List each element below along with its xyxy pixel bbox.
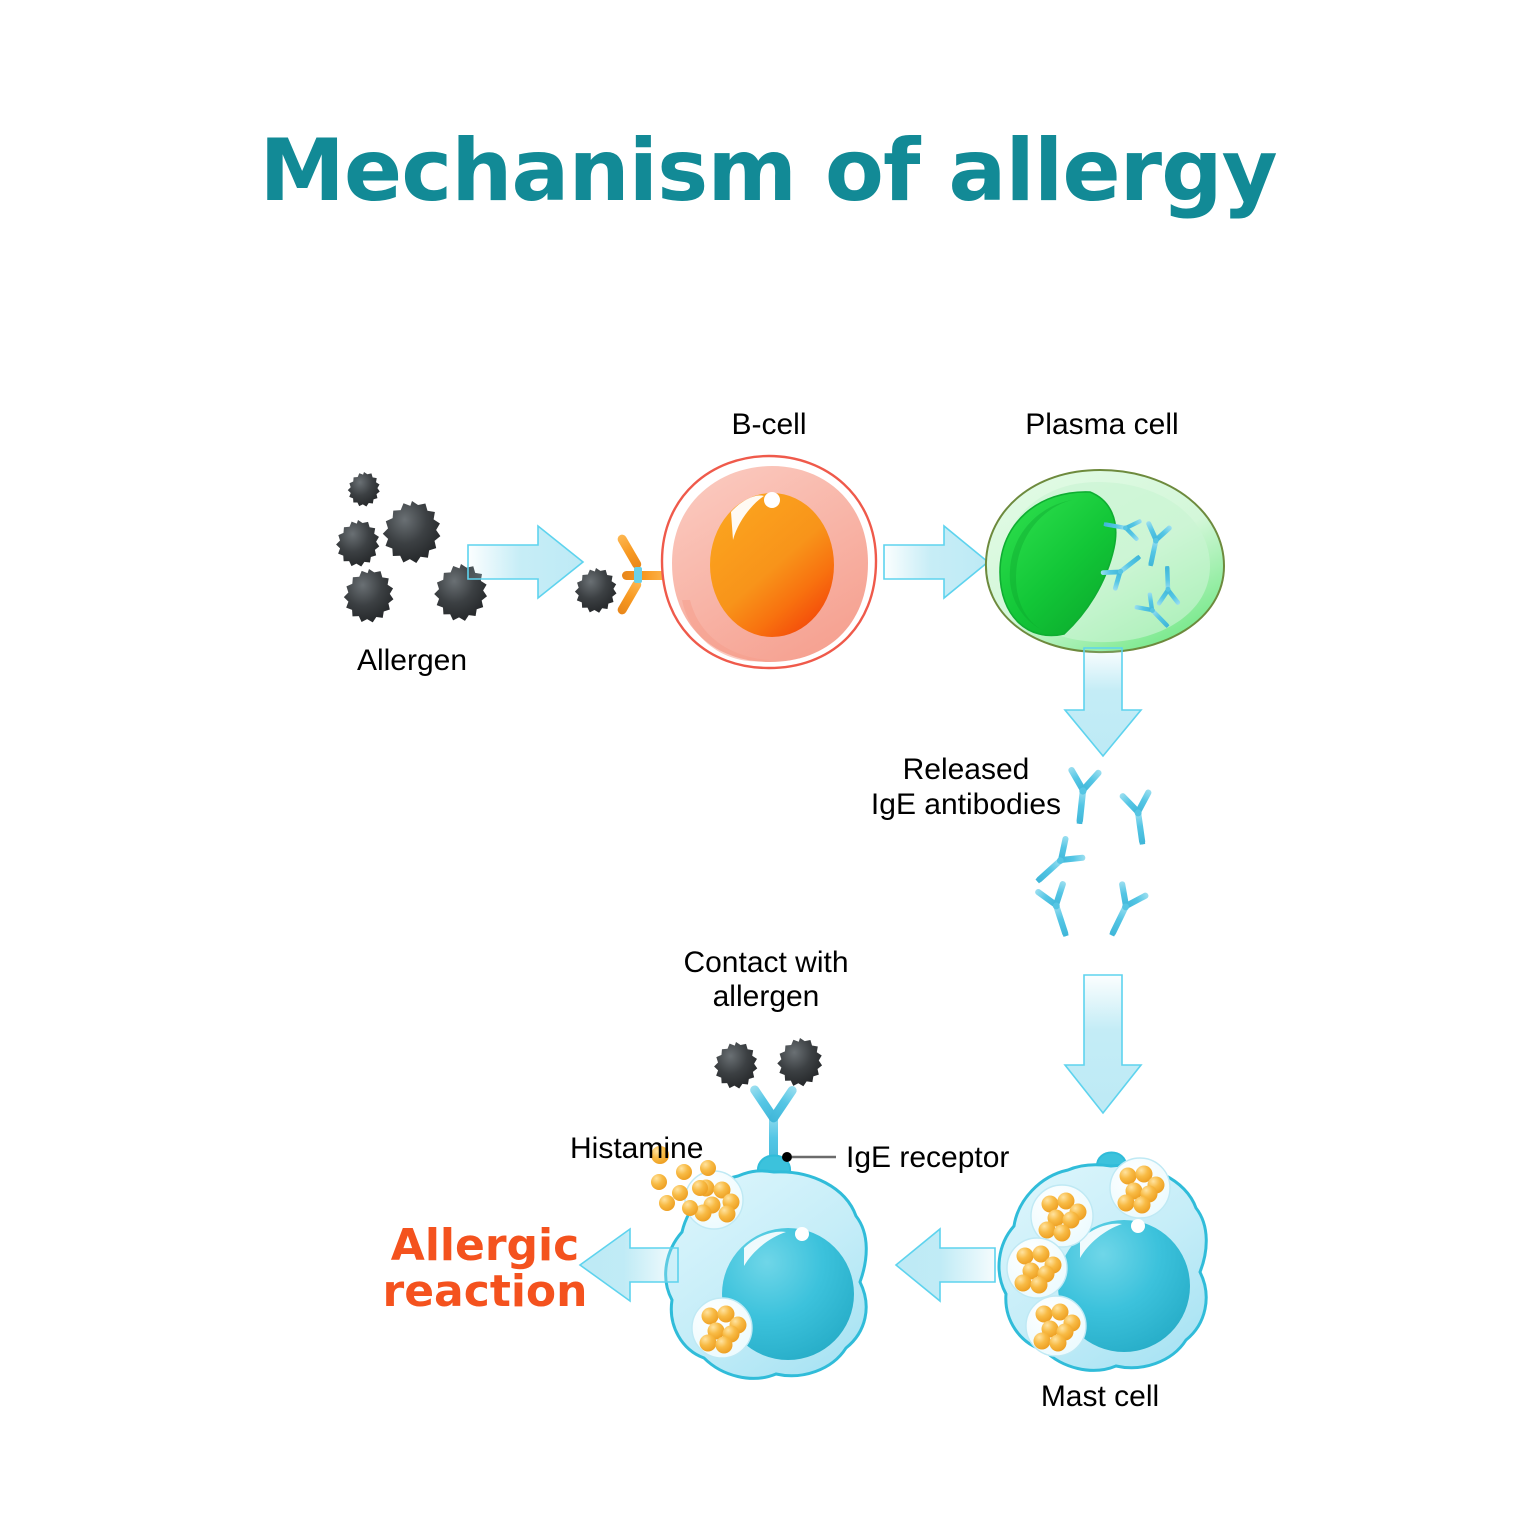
nucleus-highlight [1080,1223,1122,1258]
degranulating-vesicle [684,1170,744,1230]
granule-vesicle [691,1297,753,1359]
nucleus-highlight-dot [1131,1219,1145,1233]
label-released-line2: IgE antibodies [871,788,1061,821]
allergen-particle [336,520,380,567]
arrow-plasma-to-antibodies [1063,647,1143,758]
mast-cell-nucleus [722,1228,854,1360]
arrow-allergen-to-bcell [467,524,585,600]
label-histamine: Histamine [570,1132,703,1165]
allergen-group [336,472,488,623]
antibody [1032,878,1083,942]
arrow-antibodies-to-mast [1063,974,1143,1115]
mast-cell-activated: IgE receptor [651,1038,1009,1380]
antibody [1061,765,1104,826]
allergen-particle-bound [777,1038,823,1087]
nucleus-shading [1009,500,1072,632]
antibody [1117,787,1160,847]
label-contact-line1: Contact with [683,946,848,979]
label-mast-cell: Mast cell [1041,1380,1159,1413]
arrow-to-allergic-reaction [578,1227,679,1303]
allergen-particle [347,472,380,507]
allergen-particle [382,501,441,563]
page-title: Mechanism of allergy [259,121,1276,221]
arrow-bcell-to-plasma [883,524,990,600]
nucleus-highlight-dot [795,1227,809,1241]
allergen-particle-bound [714,1042,758,1089]
cytoplasm-shading [682,600,770,662]
plasma-cell-nucleus [999,491,1117,637]
label-plasma-cell: Plasma cell [1025,408,1178,441]
plasma-cell [984,468,1226,654]
arrow-mast-to-activated [894,1227,996,1303]
nucleus-highlight [731,495,764,540]
label-b-cell: B-cell [731,408,806,441]
nucleus-highlight [744,1231,786,1266]
mast-cell-resting [997,1151,1208,1372]
nucleus-highlight-dot [764,492,780,508]
label-ige-receptor: IgE receptor [846,1141,1009,1174]
b-cell-nucleus [710,493,834,637]
label-allergic-line1: Allergic [391,1220,579,1271]
label-contact-line2: allergen [713,980,820,1013]
granule-vesicle [1006,1237,1068,1299]
allergen-particle-bound [574,568,617,613]
granule-vesicle [1030,1184,1094,1248]
label-allergen: Allergen [357,644,467,677]
antibody [1026,833,1089,894]
histamine-granules [651,1146,716,1216]
label-allergic-line2: reaction [383,1266,588,1317]
granule-vesicle [1109,1157,1171,1219]
b-cell-receptor-icon [617,534,668,615]
antibody [1096,878,1152,943]
mast-cell-nucleus [1058,1220,1190,1352]
granule-vesicle [1025,1295,1087,1357]
ige-receptor-point [782,1152,792,1162]
b-cell [617,454,878,670]
allergen-particle [343,569,394,623]
label-released-line1: Released [903,753,1030,786]
